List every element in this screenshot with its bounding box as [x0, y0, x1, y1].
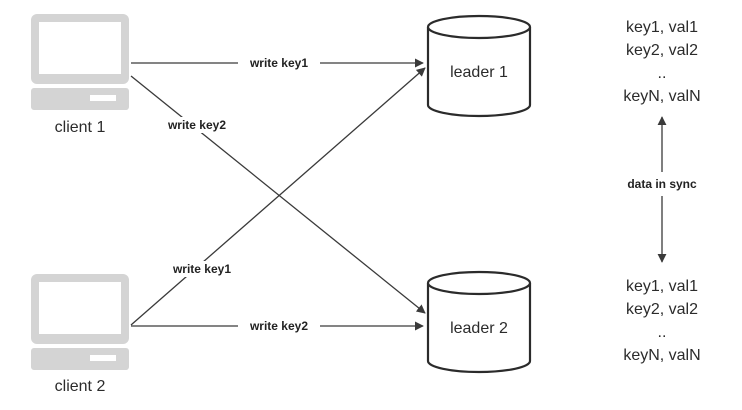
client-2-label: client 2: [55, 378, 106, 395]
edge-label-client1-leader1: write key1: [249, 56, 308, 70]
edge-label-bg: [161, 261, 243, 277]
edge-label-bg: [238, 55, 320, 71]
data-block-2: key1, val1 key2, val2 .. keyN, valN: [623, 278, 700, 364]
client-1-label: client 1: [55, 119, 106, 136]
edge-label-client1-leader2: write key2: [167, 118, 226, 132]
data-line: ..: [658, 65, 667, 82]
data-line: key2, val2: [626, 301, 698, 318]
data-line: key2, val2: [626, 42, 698, 59]
edge-label-bg: [238, 318, 320, 334]
edge-label-client2-leader1: write key1: [172, 262, 231, 276]
data-block-1: key1, val1 key2, val2 .. keyN, valN: [623, 19, 700, 105]
data-line: key1, val1: [626, 278, 698, 295]
client-2: client 2: [31, 274, 129, 395]
leader-1-label: leader 1: [450, 64, 508, 81]
leader-2: leader 2: [426, 270, 532, 374]
leader-1: leader 1: [426, 14, 532, 118]
data-line: keyN, valN: [623, 88, 700, 105]
data-line: key1, val1: [626, 19, 698, 36]
edge-client1-leader2: [130, 75, 426, 314]
computer-icon: [31, 14, 129, 110]
leader-2-label: leader 2: [450, 320, 508, 337]
edge-client2-leader1: [130, 67, 426, 326]
database-icon: [426, 270, 532, 374]
database-icon: [426, 14, 532, 118]
client-1: client 1: [31, 14, 129, 136]
data-line: ..: [658, 324, 667, 341]
sync-label: data in sync: [627, 177, 697, 191]
edge-label-client2-leader2: write key2: [249, 319, 308, 333]
data-line: keyN, valN: [623, 347, 700, 364]
edge-label-bg: [156, 117, 238, 133]
computer-icon: [31, 274, 129, 370]
